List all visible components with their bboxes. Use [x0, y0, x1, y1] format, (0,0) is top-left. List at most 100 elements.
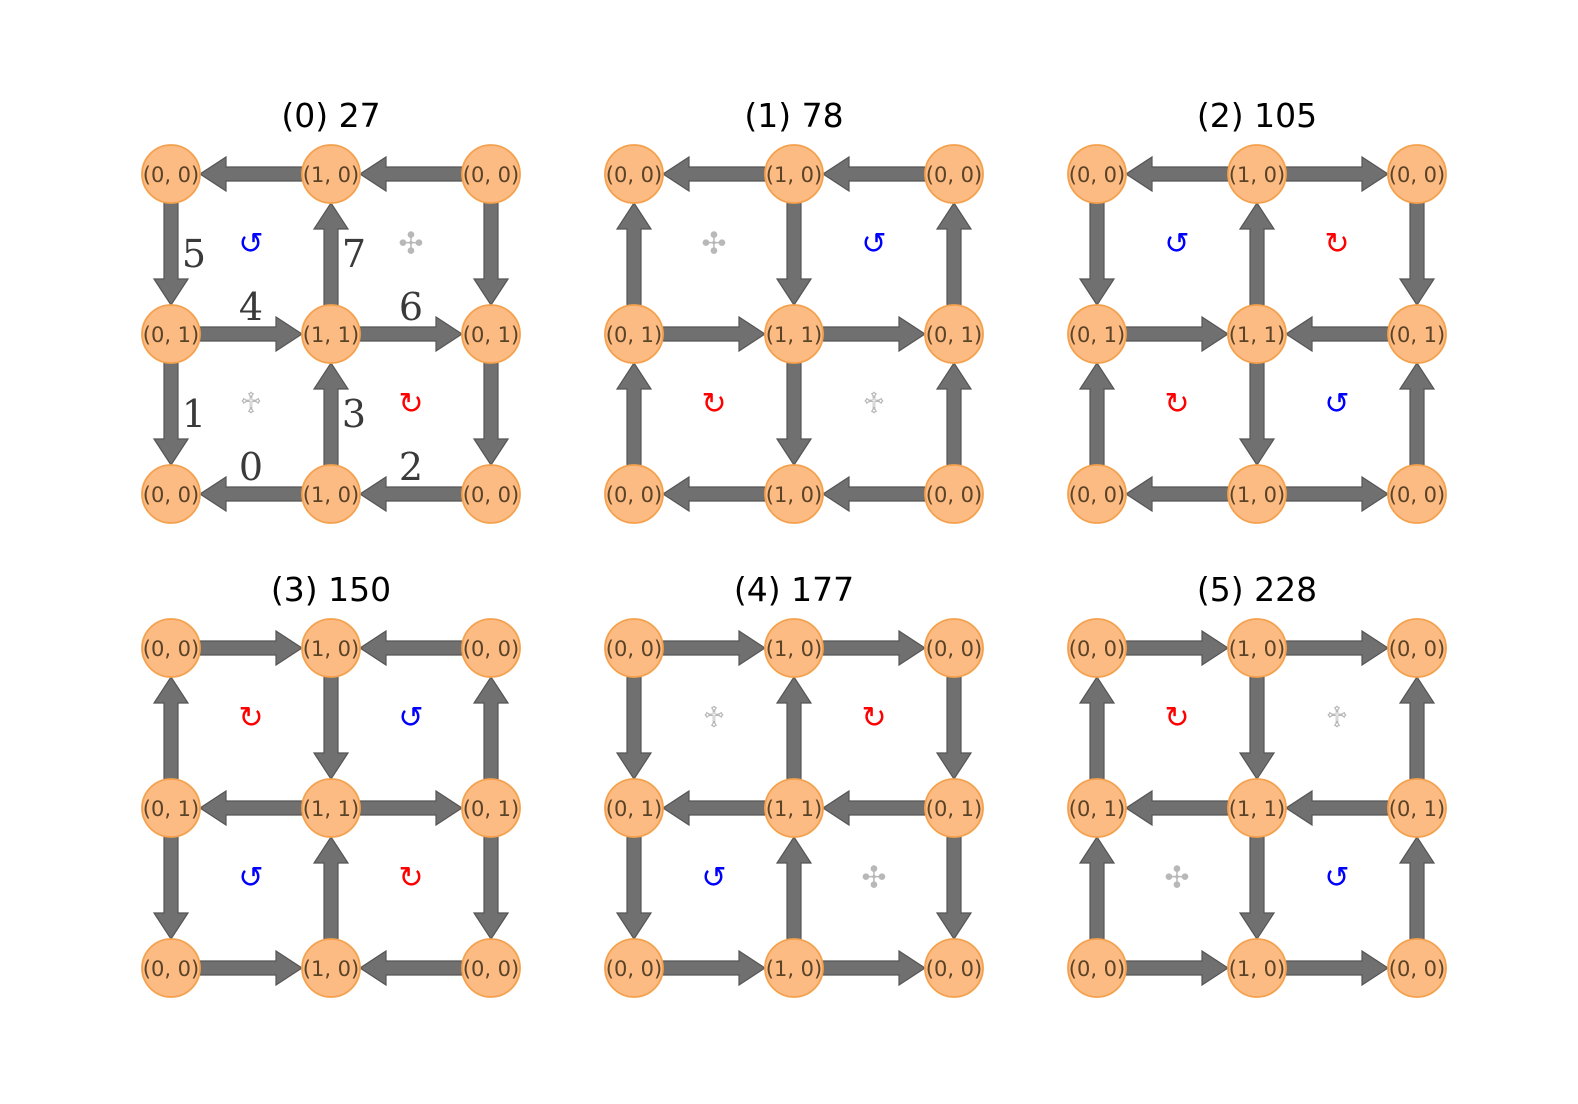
- node-label: (0, 1): [143, 797, 199, 821]
- edge-arrow: [1398, 202, 1436, 307]
- node: [1387, 938, 1447, 998]
- edge-arrow: [472, 836, 510, 941]
- edge-arrow: [935, 201, 973, 306]
- node: [1067, 304, 1127, 364]
- clockwise-arrow-icon: ↻: [701, 387, 726, 422]
- clockwise-arrow-icon: ↻: [1164, 387, 1189, 422]
- node-label: (1, 1): [1229, 323, 1285, 347]
- edge-label: 1: [182, 392, 206, 436]
- clockwise-arrow-icon: ↻: [1324, 227, 1349, 262]
- edge-arrow: [198, 475, 303, 513]
- edge-arrow: [358, 155, 463, 193]
- panel-title: (4) 177: [734, 570, 854, 609]
- edge-arrow: [1125, 629, 1230, 667]
- edge-arrow: [472, 202, 510, 307]
- edge-arrow: [775, 835, 813, 940]
- edge-arrow: [1238, 676, 1276, 781]
- clockwise-arrow-icon: ↻: [238, 701, 263, 736]
- edge-arrow: [312, 201, 350, 306]
- edge-arrow: [198, 789, 303, 827]
- node-label: (0, 0): [1389, 163, 1445, 187]
- node-label: (0, 1): [1069, 797, 1125, 821]
- edge-arrow: [1284, 789, 1389, 827]
- node: [301, 304, 361, 364]
- cross-flory-icon: ✣: [1164, 861, 1189, 896]
- edge-arrow: [359, 789, 464, 827]
- edge-arrow: [935, 676, 973, 781]
- node-label: (0, 0): [143, 957, 199, 981]
- node: [764, 778, 824, 838]
- node-label: (0, 0): [463, 637, 519, 661]
- edge-arrow: [1398, 361, 1436, 466]
- node-label: (1, 1): [303, 323, 359, 347]
- edge-arrow: [152, 202, 190, 307]
- edge-arrow: [775, 202, 813, 307]
- edge-arrow: [1238, 201, 1276, 306]
- node: [1387, 618, 1447, 678]
- node-label: (1, 0): [766, 163, 822, 187]
- node: [301, 618, 361, 678]
- edge-arrow: [359, 315, 464, 353]
- node-label: (1, 0): [766, 637, 822, 661]
- edge-arrow: [312, 835, 350, 940]
- edge-label: 6: [399, 285, 423, 329]
- edge-arrow: [661, 155, 766, 193]
- node: [604, 618, 664, 678]
- panel-title: (2) 105: [1197, 96, 1317, 135]
- cross-icon: ♱: [703, 701, 726, 736]
- node: [461, 304, 521, 364]
- edge-label: 5: [182, 232, 206, 276]
- node-label: (0, 1): [926, 323, 982, 347]
- node: [1387, 464, 1447, 524]
- node-label: (0, 0): [463, 483, 519, 507]
- node-label: (0, 0): [1389, 483, 1445, 507]
- edge-arrow: [1285, 949, 1390, 987]
- counterclockwise-arrow-icon: ↺: [238, 227, 263, 262]
- node: [1227, 778, 1287, 838]
- edge-arrow: [1285, 475, 1390, 513]
- node-label: (1, 1): [766, 797, 822, 821]
- clockwise-arrow-icon: ↻: [398, 387, 423, 422]
- edge-arrow: [662, 629, 767, 667]
- edge-arrow: [1124, 789, 1229, 827]
- edge-arrow: [822, 629, 927, 667]
- node-label: (0, 0): [926, 483, 982, 507]
- edge-arrow: [1285, 629, 1390, 667]
- node-label: (0, 1): [1069, 323, 1125, 347]
- node-label: (1, 0): [303, 637, 359, 661]
- edge-arrow: [1285, 155, 1390, 193]
- edge-label: 3: [342, 392, 366, 436]
- node: [301, 464, 361, 524]
- node-label: (1, 0): [1229, 483, 1285, 507]
- node: [141, 778, 201, 838]
- edge-arrow: [472, 362, 510, 467]
- edge-arrow: [1398, 835, 1436, 940]
- node-label: (0, 1): [926, 797, 982, 821]
- node-label: (1, 0): [1229, 163, 1285, 187]
- node-label: (0, 1): [143, 323, 199, 347]
- node-label: (0, 0): [926, 163, 982, 187]
- cross-icon: ♱: [240, 387, 263, 422]
- node-label: (0, 0): [143, 163, 199, 187]
- edge-label: 4: [239, 285, 263, 329]
- counterclockwise-arrow-icon: ↺: [398, 701, 423, 736]
- node: [141, 618, 201, 678]
- edge-arrow: [615, 836, 653, 941]
- node: [764, 618, 824, 678]
- node-label: (0, 0): [606, 163, 662, 187]
- panel-4: (4) 177♱↻↺✣(0, 0)(1, 0)(0, 0)(0, 1)(1, 1…: [604, 570, 984, 998]
- edge-arrow: [1125, 315, 1230, 353]
- node: [141, 938, 201, 998]
- counterclockwise-arrow-icon: ↺: [1324, 861, 1349, 896]
- clockwise-arrow-icon: ↻: [1164, 701, 1189, 736]
- edge-arrow: [935, 361, 973, 466]
- edge-arrow: [1124, 475, 1229, 513]
- edge-arrow: [1078, 361, 1116, 466]
- panel-2: (2) 105↺↻↻↺(0, 0)(1, 0)(0, 0)(0, 1)(1, 1…: [1067, 96, 1447, 524]
- node: [604, 464, 664, 524]
- node: [461, 938, 521, 998]
- panel-3: (3) 150↻↺↺↻(0, 0)(1, 0)(0, 0)(0, 1)(1, 1…: [141, 570, 521, 998]
- edge-label: 7: [342, 232, 366, 276]
- node-label: (1, 0): [303, 483, 359, 507]
